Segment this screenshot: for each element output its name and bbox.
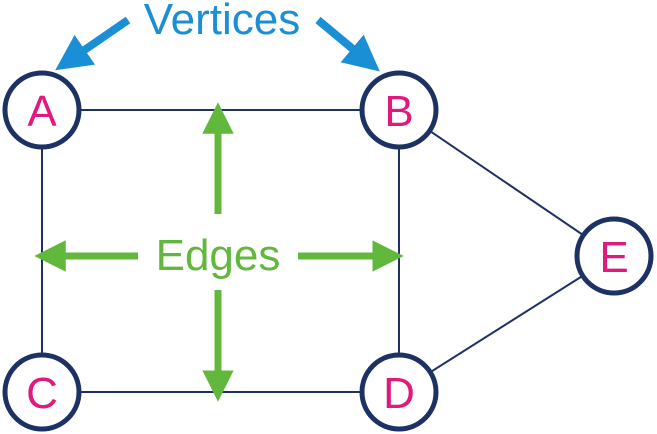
vertex-e: E [574,216,654,296]
vertex-d-circle [359,352,439,432]
vertex-e-label: E [599,233,628,282]
vertex-a-label: A [27,87,57,136]
vertex-c-circle [2,352,82,432]
vertex-e-circle [574,216,654,296]
vertex-b-label: B [384,87,413,136]
vertex-b-circle [359,70,439,150]
edge-d-e [398,255,615,393]
vertex-b: B [359,70,439,150]
edge-b-e [398,109,615,257]
vertex-c-label: C [26,369,58,418]
vertices-arrow-to-b [315,16,380,72]
vertex-a-circle [2,70,82,150]
vertex-a: A [2,70,82,150]
vertex-d: D [359,352,439,432]
vertices-annotation: Vertices [144,0,301,44]
edges-annotation: Edges [156,231,281,280]
edge-lines [41,109,615,393]
vertex-d-label: D [383,369,415,418]
vertex-c: C [2,352,82,432]
vertices-arrow-to-a [55,16,131,71]
